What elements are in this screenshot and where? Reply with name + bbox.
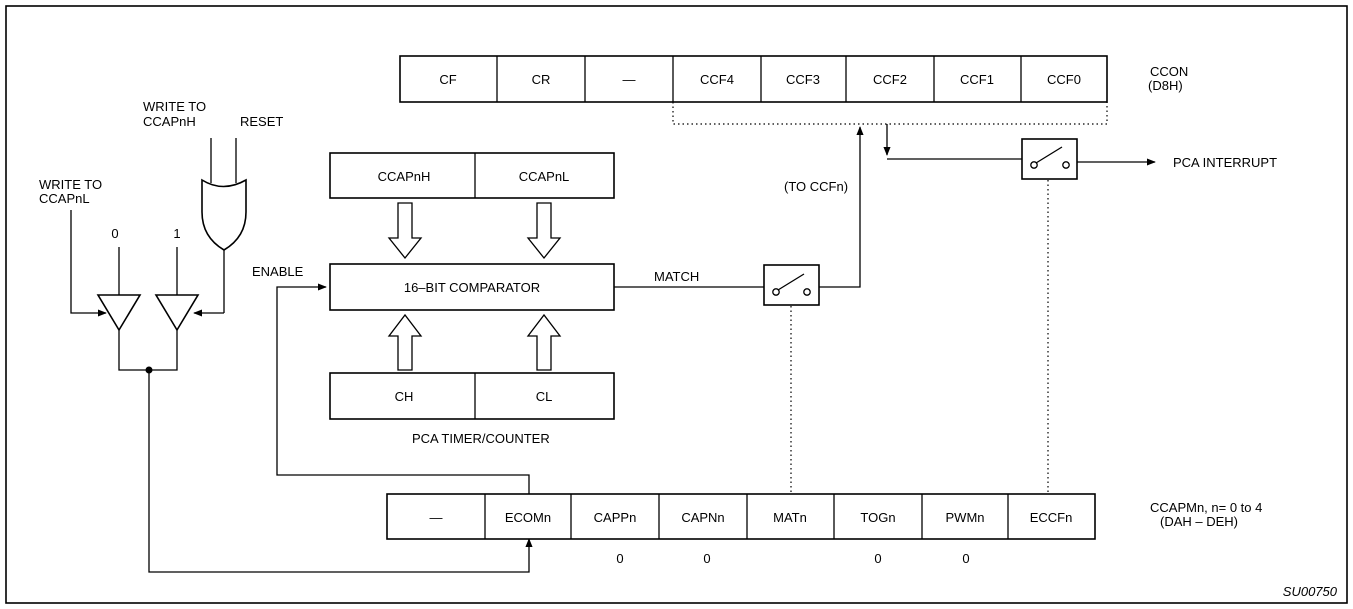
write-ccapnh-label-1: WRITE TO <box>143 99 206 114</box>
buffer-0 <box>96 294 142 332</box>
ccon-bit-cf: CF <box>439 72 456 87</box>
enable-line <box>276 283 530 494</box>
reset-label: RESET <box>240 114 283 129</box>
figure-id: SU00750 <box>1283 584 1338 599</box>
input-0-label: 0 <box>111 226 118 241</box>
ccapnl-register: CCAPnL <box>519 169 570 184</box>
cl-register: CL <box>536 389 553 404</box>
ccapm-address: (DAH – DEH) <box>1160 514 1238 529</box>
cl-to-comparator-arrow <box>526 313 562 371</box>
to-ccfn-label: (TO CCFn) <box>784 179 848 194</box>
ccapm-register: — ECOMn CAPPn CAPNn MATn TOGn PWMn ECCFn <box>386 493 1096 540</box>
ccapnl-to-comparator-arrow <box>526 202 562 260</box>
pca-timer-registers: CH CL <box>329 372 615 420</box>
ccapm-bit-pwmn: PWMn <box>946 510 985 525</box>
ccap-registers: CCAPnH CCAPnL <box>329 152 615 199</box>
ccapm-name: CCAPMn, n= 0 to 4 <box>1150 500 1262 515</box>
ccapm-bit-reserved: — <box>430 510 443 525</box>
pca-timer-counter-label: PCA TIMER/COUNTER <box>412 431 550 446</box>
enable-label: ENABLE <box>252 264 304 279</box>
ccapm-bit-togn: TOGn <box>860 510 895 525</box>
buffer-1 <box>154 294 200 332</box>
ccon-address: (D8H) <box>1148 78 1183 93</box>
ccon-bit-cr: CR <box>532 72 551 87</box>
ccapm-bit-eccfn: ECCFn <box>1030 510 1073 525</box>
ccon-bit-ccf3: CCF3 <box>786 72 820 87</box>
ccon-bit-reserved: — <box>623 72 636 87</box>
ccapm-bit-matn: MATn <box>773 510 807 525</box>
ch-register: CH <box>395 389 414 404</box>
ccf-bits-bracket <box>672 102 1108 125</box>
or-gate <box>201 178 247 251</box>
write-ccapnl-label-2: CCAPnL <box>39 191 90 206</box>
cappn-value: 0 <box>616 551 623 566</box>
ccapm-bit-cappn: CAPPn <box>594 510 637 525</box>
ecomn-feedback-line <box>148 370 533 573</box>
match-switch <box>763 264 820 306</box>
ccon-bit-ccf2: CCF2 <box>873 72 907 87</box>
write-ccapnl-label-1: WRITE TO <box>39 177 102 192</box>
write-ccapnh-label-2: CCAPnH <box>143 114 196 129</box>
write-ccapnl-line <box>70 210 107 317</box>
ccon-bit-ccf4: CCF4 <box>700 72 734 87</box>
ccon-bit-ccf0: CCF0 <box>1047 72 1081 87</box>
pca-interrupt-label: PCA INTERRUPT <box>1173 155 1277 170</box>
ccapnh-register: CCAPnH <box>378 169 431 184</box>
comparator-box <box>329 263 615 311</box>
ccon-bit-ccf1: CCF1 <box>960 72 994 87</box>
ccon-register: CF CR — CCF4 CCF3 CCF2 CCF1 CCF0 <box>399 55 1108 103</box>
ccapnh-to-comparator-arrow <box>387 202 423 260</box>
ccapm-bit-capnn: CAPNn <box>681 510 724 525</box>
togn-value: 0 <box>874 551 881 566</box>
interrupt-switch <box>1021 138 1078 180</box>
input-1-label: 1 <box>173 226 180 241</box>
ch-to-comparator-arrow <box>387 313 423 371</box>
pwmn-value: 0 <box>962 551 969 566</box>
ccon-name: CCON <box>1150 64 1188 79</box>
switch-to-ccfn-line <box>819 126 864 288</box>
match-label: MATCH <box>654 269 699 284</box>
figure-frame <box>5 5 1348 604</box>
capnn-value: 0 <box>703 551 710 566</box>
comparator-label: 16–BIT COMPARATOR <box>404 280 540 295</box>
ccapm-bit-ecomn: ECOMn <box>505 510 551 525</box>
